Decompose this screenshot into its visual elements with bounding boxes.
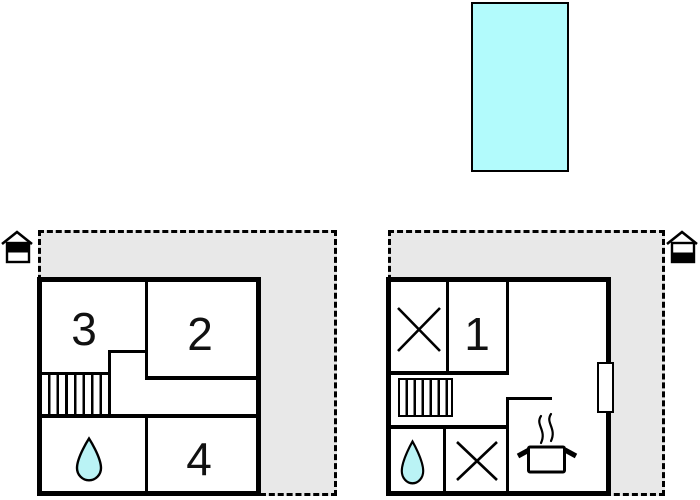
wall <box>42 372 108 375</box>
wall <box>391 371 509 375</box>
house-body-fill <box>7 243 29 253</box>
wall <box>391 425 509 429</box>
pot-handle <box>563 447 578 459</box>
wall <box>506 397 552 400</box>
cross-lines <box>456 441 498 481</box>
wall <box>108 350 111 414</box>
water-drop-shape <box>75 436 103 482</box>
house-entrance-icon <box>666 230 698 264</box>
house-roof <box>666 230 698 246</box>
water-drop-shape <box>400 439 425 485</box>
water-drop-icon <box>75 436 103 482</box>
room-number: 4 <box>186 433 212 485</box>
bed-cross-icon <box>397 307 441 352</box>
wall <box>446 282 449 371</box>
water-drop-icon <box>400 439 425 485</box>
wall <box>145 376 256 380</box>
floor-plan-right: 1 <box>386 277 614 496</box>
house-roof <box>1 230 33 246</box>
steam-line <box>538 414 544 445</box>
wall <box>443 429 446 491</box>
wall <box>506 282 509 371</box>
steam-line <box>548 412 554 443</box>
room-number: 2 <box>187 308 213 360</box>
house-body-outline <box>5 241 31 264</box>
house-body-fill <box>672 252 694 262</box>
wall <box>506 397 509 491</box>
staircase-icon <box>42 375 108 414</box>
swimming-pool <box>471 2 569 172</box>
floor-plan-left: 3 2 4 <box>37 277 261 496</box>
wall <box>145 418 148 491</box>
house-entrance-icon <box>1 230 33 264</box>
bed-cross-icon <box>456 441 498 481</box>
cross-lines <box>397 307 441 352</box>
house-body-outline <box>670 241 696 264</box>
room-number: 1 <box>464 308 490 360</box>
staircase-icon <box>398 378 453 417</box>
wall <box>42 414 256 418</box>
wall <box>145 282 148 380</box>
fireplace-icon <box>597 362 614 413</box>
wall <box>108 350 148 353</box>
stove-pot-icon <box>516 412 578 474</box>
room-number: 3 <box>71 303 97 355</box>
pot-body <box>527 445 566 474</box>
